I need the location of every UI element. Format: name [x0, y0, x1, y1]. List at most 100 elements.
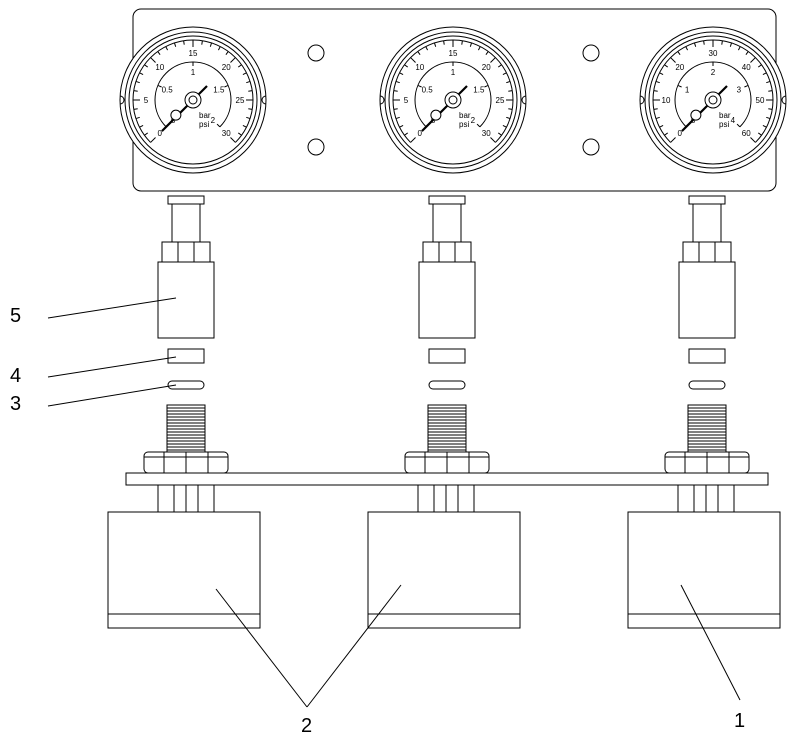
gauge-needle-hub [184, 91, 202, 109]
gauge-tick [685, 46, 689, 51]
gauge-outer-label: 10 [155, 63, 164, 72]
gauge-needle-hub [704, 91, 722, 109]
panel-hole-top-right [582, 44, 600, 62]
gauge-inner-tick [744, 84, 749, 88]
gauge-tick [768, 90, 773, 92]
o-ring-part-3 [428, 380, 466, 390]
pressure-gauge-right: 010203040506001234 bar psi [639, 26, 787, 174]
gauge-tick [133, 108, 138, 110]
sleeve-part-5 [157, 261, 215, 339]
gauge-tick [135, 116, 140, 120]
gauge-inner-label: 1.5 [213, 85, 225, 94]
gauge-tick [508, 108, 513, 110]
gauge-inner-tick [216, 123, 221, 128]
base-plate [125, 472, 769, 486]
gauge-tick [150, 57, 156, 63]
gauge-inner-label: 0.5 [162, 85, 174, 94]
gauge-unit-bar: bar [459, 111, 471, 120]
gauge-tick [485, 51, 489, 55]
fitting-collar [688, 195, 726, 205]
gauge-inner-label: 0.5 [422, 85, 434, 94]
gauge-tick [766, 80, 771, 84]
gauge-scale-arc [132, 39, 254, 143]
pressure-gauge-center: 05101520253000.511.52 bar psi [379, 26, 527, 174]
gauge-tick [655, 80, 660, 84]
gauge-inner-tick [157, 84, 162, 88]
fitting-stem [171, 203, 201, 243]
gauge-tick [133, 90, 138, 92]
gauge-tick [246, 116, 251, 120]
gauge-tick [745, 51, 749, 55]
gauge-notch-left [639, 95, 645, 105]
panel-hole-bottom-left [307, 138, 325, 156]
gauge-bezel-inner [124, 31, 262, 169]
gauge-tick [225, 51, 229, 55]
fitting-collar [428, 195, 466, 205]
gauge-tick [217, 46, 221, 51]
gauge-inner-label: 1 [685, 85, 690, 94]
gauge-tick [502, 72, 507, 76]
gauge-outer-label: 10 [662, 96, 671, 105]
gauge-scale-arc [392, 39, 514, 143]
gauge-unit-bar: bar [199, 111, 211, 120]
callout-label-3: 3 [10, 393, 21, 415]
gauge-inner-tick [677, 84, 682, 88]
gauge-notch-left [119, 95, 125, 105]
gauge-outer-label: 50 [756, 96, 765, 105]
gauge-outer-label: 30 [222, 129, 231, 138]
gauge-outer-label: 20 [222, 63, 231, 72]
gauge-tick [150, 137, 156, 143]
leader-line-2a [215, 588, 308, 708]
callout-label-2: 2 [301, 715, 312, 737]
gauge-tick [248, 90, 253, 92]
sleeve-part-5 [678, 261, 736, 339]
gauge-dial-face: 05101520253000.511.52 [119, 26, 267, 174]
gauge-tick [238, 64, 242, 68]
gauge-tick [693, 42, 697, 47]
leader-line-5 [47, 297, 177, 319]
cylinder-body [367, 511, 521, 629]
fitting-stem [692, 203, 722, 243]
gauge-tick [737, 46, 741, 51]
gauge-needle-hub-inner [448, 95, 458, 105]
gauge-tick [425, 46, 429, 51]
gauge-tick [135, 80, 140, 84]
gauge-tick [490, 57, 496, 63]
gauge-tick [238, 132, 242, 136]
leader-line-1 [680, 584, 741, 701]
gauge-notch-right [521, 95, 527, 105]
gauge-outer-label: 15 [189, 49, 198, 58]
gauge-bezel-inner [644, 31, 782, 169]
gauge-stop-pin [690, 109, 702, 121]
fitting-stack-left [157, 195, 215, 454]
hex-nuts [143, 451, 750, 474]
gauge-scale-arc [652, 39, 774, 143]
gauge-dial-face: 05101520253000.511.52 [379, 26, 527, 174]
gauge-needle [421, 85, 468, 132]
gauge-dial-rim [128, 35, 258, 165]
gauge-outer-label: 0 [418, 129, 423, 138]
gauge-tick [758, 132, 762, 136]
gauge-inner-tick [417, 84, 422, 88]
gauge-inner-label: 2 [471, 116, 476, 125]
gauge-tick [183, 40, 185, 45]
fitting-stack-center [418, 195, 476, 454]
gauge-needle-hub [444, 91, 462, 109]
gauge-tick [395, 80, 400, 84]
gauge-tick [729, 42, 733, 47]
gauge-tick [395, 116, 400, 120]
gauge-tick [653, 108, 658, 110]
gauge-tick [139, 72, 144, 76]
gauge-tick [670, 57, 676, 63]
gauge-tick [750, 137, 756, 143]
fitting-stem [432, 203, 462, 243]
gauge-needle-hub-inner [188, 95, 198, 105]
washer-part-4 [688, 348, 726, 364]
gauge-outer-label: 0 [158, 129, 163, 138]
gauge-tick [230, 137, 236, 143]
gauge-tick [758, 64, 762, 68]
gauge-dial-rim [648, 35, 778, 165]
fitting-stack-right [678, 195, 736, 454]
gauge-tick [502, 124, 507, 128]
gauge-tick [508, 90, 513, 92]
